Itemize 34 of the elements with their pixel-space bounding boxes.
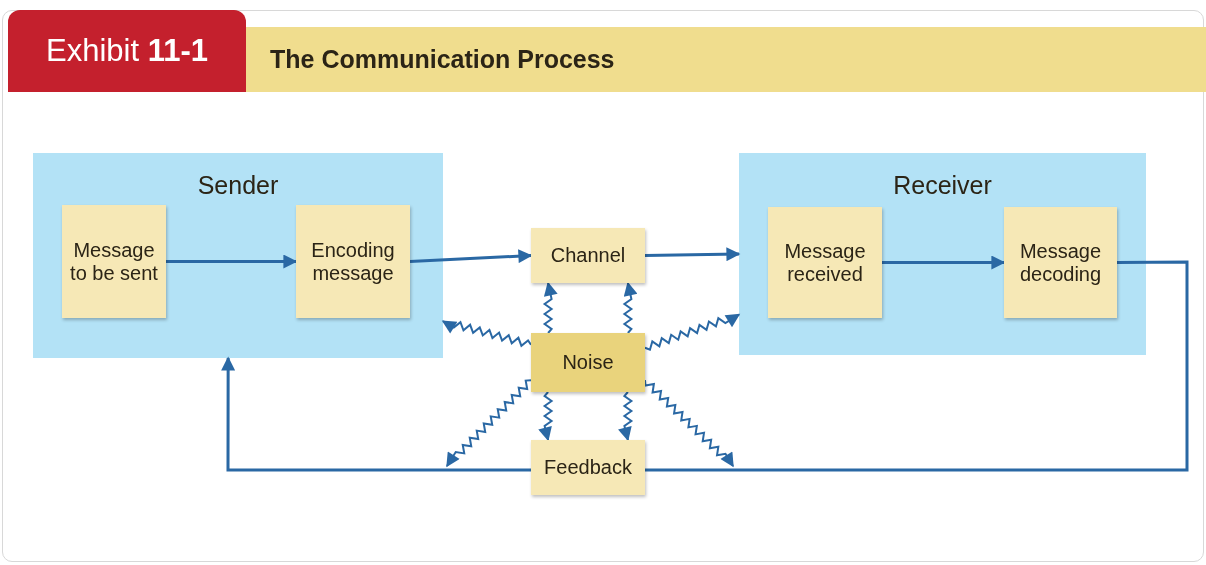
arrow: [221, 356, 531, 472]
wavy-arrow: [618, 391, 634, 442]
process-box: [62, 205, 166, 318]
wavy-arrow: [622, 281, 638, 334]
arrow: [409, 249, 533, 264]
panel-heading: Sender: [197, 171, 279, 200]
arrow: [644, 247, 741, 262]
exhibit-number: Exhibit 11-1: [46, 33, 208, 69]
arrow: [166, 254, 298, 269]
noise-box: [531, 333, 645, 392]
process-box: [768, 207, 882, 318]
box-label: Noise: [561, 351, 615, 374]
box-label: Message decoding: [1018, 239, 1103, 286]
process-box: [531, 228, 645, 283]
process-box: [1004, 207, 1117, 318]
group-panel: [739, 153, 1146, 355]
panel-heading: Receiver: [893, 171, 992, 200]
box-label: Channel: [549, 244, 627, 267]
box-label: Message received: [783, 239, 867, 286]
wavy-arrow: [644, 313, 741, 352]
wavy-arrow: [542, 281, 558, 334]
diagram-title: The Communication Process: [270, 45, 615, 74]
wavy-arrow: [446, 379, 532, 468]
process-box: [296, 205, 410, 318]
group-panel: [33, 153, 443, 358]
connector-line: [645, 260, 1189, 472]
wavy-arrow: [644, 379, 734, 468]
process-box: [531, 440, 645, 495]
wavy-arrow: [538, 391, 554, 442]
box-label: Encoding message: [310, 238, 396, 285]
box-label: Message to be sent: [69, 238, 159, 285]
box-label: Feedback: [543, 456, 633, 479]
arrow: [882, 255, 1006, 270]
wavy-arrow: [441, 320, 532, 348]
